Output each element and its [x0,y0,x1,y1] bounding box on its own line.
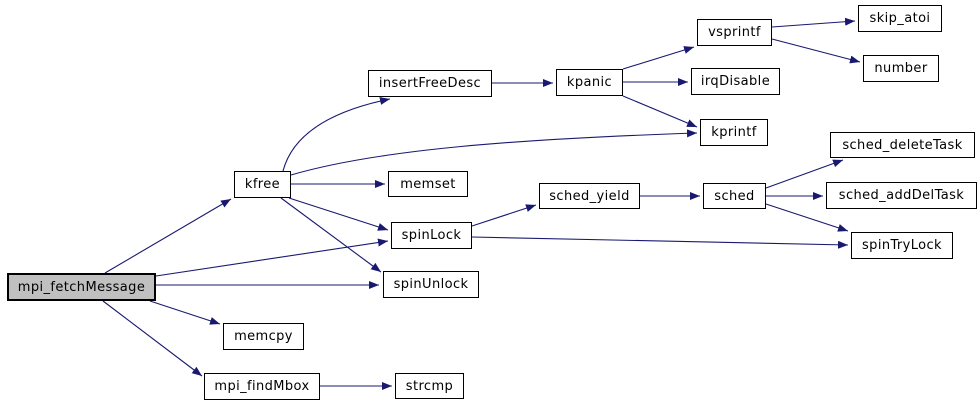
graph-node-mpi_findMbox[interactable]: mpi_findMbox [204,373,320,400]
graph-node-spinLock[interactable]: spinLock [391,222,472,249]
edge-vsprintf-to-number [771,38,861,64]
graph-node-vsprintf[interactable]: vsprintf [697,19,772,46]
edge-kpanic-to-kprintf [622,95,698,128]
graph-node-number[interactable]: number [863,55,939,82]
edge-kfree-to-insertFreeDesc [282,97,391,172]
edge-vsprintf-to-skip_atoi [771,17,856,28]
graph-node-strcmp[interactable]: strcmp [395,373,464,399]
edges-group [102,17,861,390]
edge-mpi_fetchMessage-to-memcpy [149,300,221,325]
graph-node-memcpy[interactable]: memcpy [223,323,304,350]
graph-node-spinTryLock[interactable]: spinTryLock [851,232,953,259]
graph-node-sched_yield[interactable]: sched_yield [539,183,640,209]
edge-kpanic-to-vsprintf [622,46,695,70]
graph-node-skip_atoi[interactable]: skip_atoi [858,5,942,32]
edge-sched-to-sched_deleteTask [765,159,844,189]
edge-kfree-to-spinLock [288,197,389,231]
graph-node-insertFreeDesc[interactable]: insertFreeDesc [368,70,492,97]
graph-node-kfree[interactable]: kfree [234,171,291,198]
graph-node-sched_addDelTask[interactable]: sched_addDelTask [826,182,977,209]
graph-node-kpanic[interactable]: kpanic [556,69,623,96]
edge-mpi_fetchMessage-to-spinLock [155,238,389,277]
graph-node-irqDisable[interactable]: irqDisable [691,68,780,95]
edge-sched-to-spinTryLock [765,203,849,232]
edge-kfree-to-kprintf [290,129,698,176]
graph-node-sched[interactable]: sched [703,183,766,209]
graph-node-kprintf[interactable]: kprintf [700,119,768,146]
graph-node-memset[interactable]: memset [388,171,468,197]
edge-spinLock-to-spinTryLock [471,236,849,249]
edge-mpi_fetchMessage-to-kfree [104,198,232,274]
edge-mpi_fetchMessage-to-mpi_findMbox [102,300,203,377]
graph-node-spinUnlock[interactable]: spinUnlock [383,271,479,298]
graph-node-sched_deleteTask[interactable]: sched_deleteTask [830,132,975,158]
graph-node-mpi_fetchMessage: mpi_fetchMessage [7,273,156,301]
edge-spinLock-to-sched_yield [471,204,537,227]
edge-kfree-to-spinUnlock [280,197,382,273]
